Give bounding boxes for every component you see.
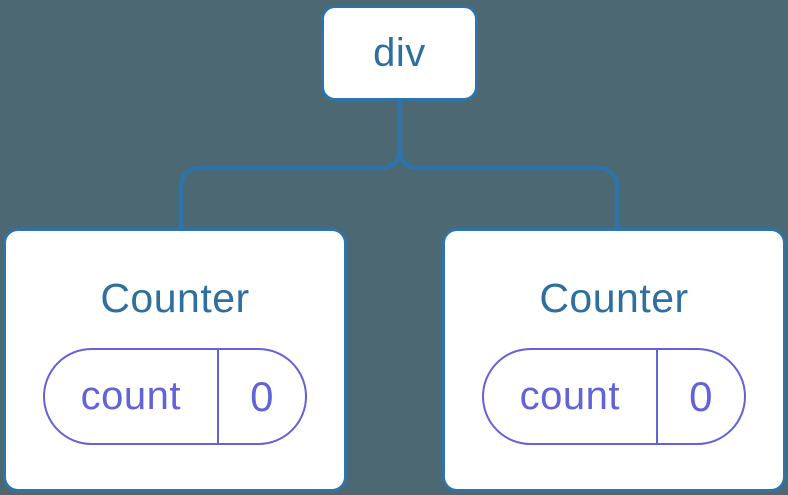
counter-right-state-pill: count 0 xyxy=(482,348,746,445)
counter-left-state-pill: count 0 xyxy=(43,348,307,445)
connector-root-to-left-counter xyxy=(178,100,403,229)
tree-node-div: div xyxy=(321,5,478,101)
tree-node-counter-right: Counter count 0 xyxy=(442,228,786,492)
counter-right-state-value-cell: 0 xyxy=(655,350,744,443)
counter-left-title: Counter xyxy=(100,275,250,321)
counter-right-state-value: 0 xyxy=(689,372,713,420)
tree-node-counter-left: Counter count 0 xyxy=(3,228,347,492)
counter-left-state-value-cell: 0 xyxy=(216,350,305,443)
counter-left-state-key: count xyxy=(80,374,181,418)
counter-left-state-key-cell: count xyxy=(45,350,217,443)
counter-right-state-key: count xyxy=(519,374,620,418)
counter-right-title: Counter xyxy=(539,275,689,321)
tree-node-div-label: div xyxy=(373,30,426,75)
counter-left-state-value: 0 xyxy=(250,372,274,420)
connector-root-to-right-counter xyxy=(397,147,620,229)
counter-right-state-key-cell: count xyxy=(484,350,656,443)
